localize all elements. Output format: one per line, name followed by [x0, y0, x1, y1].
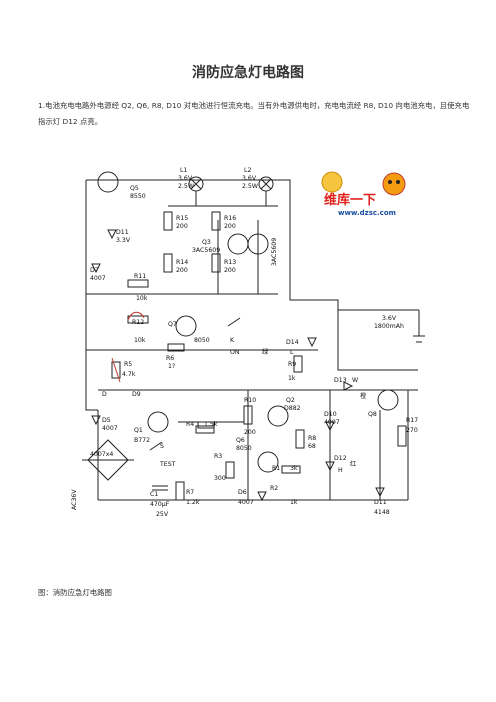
battery-volt: 3.6V	[382, 315, 397, 322]
d13-w: W	[352, 377, 358, 384]
d7-label: D7	[90, 267, 99, 274]
r11-label: R11	[134, 273, 146, 280]
r12-value: 10k	[134, 337, 146, 344]
r2-value: 1k	[290, 499, 298, 506]
q7-value: 8050	[194, 337, 210, 344]
r11-value: 10k	[136, 295, 148, 302]
l2-watt: 2.5W	[242, 183, 258, 190]
r15-label: R15	[176, 215, 188, 222]
battery-capacity: 1800mAh	[374, 323, 404, 330]
s-label: S	[160, 443, 164, 450]
figure-caption: 图：消防应急灯电路图	[38, 588, 112, 597]
r8-label: R8	[308, 435, 316, 442]
q5-value: 8550	[130, 193, 146, 200]
r3-value: 300	[214, 475, 226, 482]
c1-label: C1	[150, 491, 158, 498]
c1-value: 470μF	[150, 501, 170, 508]
r13-value: 200	[224, 267, 236, 274]
r5-value: 4.7k	[122, 371, 136, 378]
q5-label: Q5	[130, 185, 139, 192]
d12-h: H	[338, 467, 343, 474]
r14-label: R14	[176, 259, 188, 266]
bridge-label: 4007x4	[90, 451, 113, 458]
r13-label: R13	[224, 259, 236, 266]
r14-value: 200	[176, 267, 188, 274]
r1-value: 3k	[290, 465, 298, 472]
r16-label: R16	[224, 215, 236, 222]
circuit-schematic: Q5 8550 L1 3.6V 2.5W L2 3.6V 2.5W D11 3.…	[71, 167, 425, 518]
q2-label: Q2	[286, 397, 295, 404]
r2-label: R2	[270, 485, 278, 492]
d13-color: 橙	[360, 392, 367, 400]
d11b-label: D11	[374, 499, 387, 506]
d13-label: D13	[334, 377, 347, 384]
r7-label: R7	[186, 489, 194, 496]
q1-label: Q1	[134, 427, 143, 434]
d14-label: D14	[286, 339, 299, 346]
r7-value: 1.2k	[186, 499, 200, 506]
r6-label: R6	[166, 355, 174, 362]
d12-color: 红	[350, 460, 356, 468]
d7-value: 4007	[90, 275, 106, 282]
r15-value: 200	[176, 223, 188, 230]
r9-value: 1k	[288, 375, 296, 382]
r6-value: 1?	[168, 363, 175, 370]
q6-label: Q6	[236, 437, 245, 444]
d10-label: D10	[324, 411, 337, 418]
d11b-value: 4148	[374, 509, 390, 516]
r3-label: R3	[214, 453, 222, 460]
r4-value: 1.5k	[204, 421, 218, 428]
c1-voltage: 25V	[156, 511, 169, 518]
body-paragraph: 1.电池充电电路外电源经 Q2, Q6, R8, D10 对电池进行恒流充电。当…	[38, 101, 470, 126]
d11-label: D11	[116, 229, 129, 236]
r16-value: 200	[224, 223, 236, 230]
r12-label: R12	[132, 319, 144, 326]
r17-value: 270	[406, 427, 418, 434]
d12-label: D12	[334, 455, 347, 462]
d6-label: D6	[238, 489, 247, 496]
d11-value: 3.3V	[116, 237, 131, 244]
watermark-logo: 维库一下 www.dzsc.com	[321, 171, 406, 217]
r5-label: R5	[124, 361, 132, 368]
r10-value: 200	[244, 429, 256, 436]
k-label: K	[230, 337, 235, 344]
watermark-url: www.dzsc.com	[338, 209, 396, 217]
d6-value: 4007	[238, 499, 254, 506]
r17-label: R17	[406, 417, 418, 424]
test-label: TEST	[159, 461, 176, 468]
l2-volt: 3.6V	[242, 175, 257, 182]
q1-value: B772	[134, 437, 150, 444]
r1-label: R1	[272, 465, 280, 472]
q3-label: Q3	[202, 239, 211, 246]
d14-color: 绿	[262, 348, 269, 356]
l2-label: L2	[244, 167, 251, 174]
watermark-text: 维库一下	[324, 192, 376, 208]
d5-label: D5	[102, 417, 111, 424]
r8-value: 68	[308, 443, 316, 450]
q4-value: 3AC5609	[271, 238, 278, 266]
q8-label: Q8	[368, 411, 377, 418]
d10-value: 4007	[324, 419, 340, 426]
q7-label: Q7	[168, 321, 177, 328]
d9-label: D9	[132, 391, 141, 398]
d8-label: D	[102, 391, 107, 398]
q2-value: D882	[284, 405, 301, 412]
q3-value: 3AC5609	[192, 247, 220, 254]
d5-value: 4007	[102, 425, 118, 432]
k-value: ON	[230, 349, 240, 356]
r9-label: R9	[288, 361, 296, 368]
ac-input-label: AC36V	[71, 489, 78, 510]
r10-label: R10	[244, 397, 256, 404]
r4-label: R4	[186, 421, 194, 428]
l1-volt: 3.6V	[178, 175, 193, 182]
l1-label: L1	[180, 167, 187, 174]
q6-value: 8050	[236, 445, 252, 452]
page-title: 消防应急灯电路图	[192, 65, 304, 81]
d14-l: L	[290, 349, 294, 356]
l1-watt: 2.5W	[178, 183, 194, 190]
